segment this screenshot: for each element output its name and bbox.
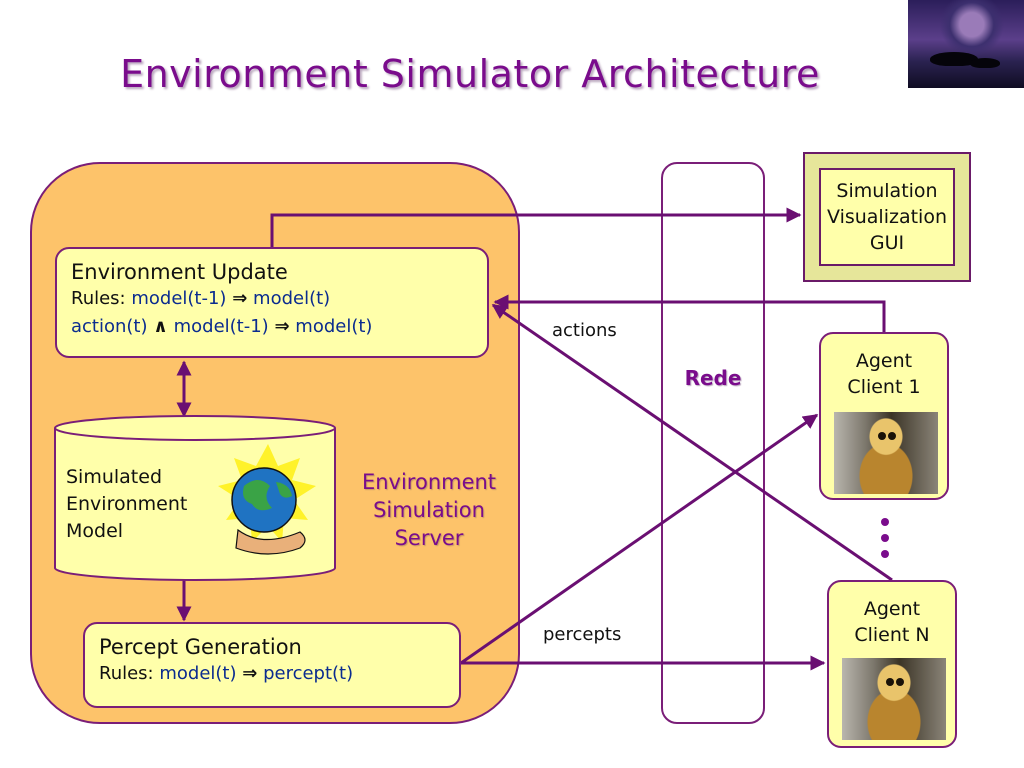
environment-model-label: Simulated Environment Model — [66, 464, 187, 545]
update-rule-2: action(t) ∧ model(t-1) ⇒ model(t) — [71, 313, 473, 341]
slide-title: Environment Simulator Architecture — [120, 52, 820, 96]
rule-term: model(t) — [159, 663, 237, 684]
update-rule-1: Rules: model(t-1) ⇒ model(t) — [71, 285, 473, 313]
network-label: Rede — [684, 366, 742, 390]
globe-in-hand-icon — [218, 444, 316, 555]
percept-generation-box: Percept Generation Rules: model(t) ⇒ per… — [83, 622, 461, 708]
rule-term: model(t-1) — [173, 316, 269, 337]
corner-photo — [908, 0, 1024, 88]
implies-symbol: ⇒ — [274, 316, 290, 337]
agent-label-line: Agent — [863, 598, 921, 620]
implies-symbol: ⇒ — [232, 288, 248, 309]
orca-silhouette — [970, 58, 1000, 68]
rule-term: model(t-1) — [131, 288, 227, 309]
gui-label-line: Simulation — [836, 180, 938, 202]
rule-term: model(t) — [295, 316, 373, 337]
model-label-line: Simulated — [66, 466, 163, 488]
model-label-line: Model — [66, 520, 124, 542]
percept-rule: Rules: model(t) ⇒ percept(t) — [99, 660, 445, 688]
percepts-label: percepts — [543, 624, 622, 645]
simulation-gui-inner — [819, 168, 955, 266]
gui-label-line: GUI — [869, 232, 905, 254]
and-symbol: ∧ — [153, 316, 168, 337]
environment-update-box: Environment Update Rules: model(t-1) ⇒ m… — [55, 247, 489, 358]
robot-photo — [842, 658, 946, 740]
gui-feed-arrow — [270, 207, 802, 247]
agent-label-line: Client N — [854, 624, 930, 646]
implies-symbol: ⇒ — [242, 663, 258, 684]
rule-term: percept(t) — [263, 663, 354, 684]
simulation-gui-label: Simulation Visualization GUI — [803, 178, 971, 256]
ellipsis-dots — [876, 518, 896, 562]
agent-label-line: Client 1 — [847, 376, 921, 398]
environment-update-heading: Environment Update — [71, 260, 288, 284]
server-label-line: Environment — [361, 470, 497, 494]
percept-generation-heading: Percept Generation — [99, 635, 302, 659]
network-column — [661, 162, 765, 724]
rules-prefix: Rules: — [99, 663, 154, 684]
orca-silhouette — [930, 52, 978, 66]
robot-photo — [834, 412, 938, 494]
server-label-line: Server — [394, 526, 464, 550]
gui-label-line: Visualization — [826, 206, 947, 228]
agent1-actions-connector — [493, 294, 886, 332]
server-label: Environment Simulation Server — [340, 468, 518, 552]
simulation-gui-box — [803, 152, 971, 282]
server-label-line: Simulation — [373, 498, 485, 522]
model-label-line: Environment — [66, 493, 188, 515]
agent-label-line: Agent — [855, 350, 913, 372]
rule-term: model(t) — [253, 288, 331, 309]
percept-to-agent1-arrow — [460, 413, 819, 665]
agent-client-1: Agent Client 1 — [819, 332, 949, 500]
rule-term: action(t) — [71, 316, 148, 337]
agent-client-n: Agent Client N — [827, 580, 957, 748]
actions-label: actions — [552, 320, 617, 341]
rules-prefix: Rules: — [71, 288, 126, 309]
agentN-actions-arrow — [491, 303, 893, 582]
